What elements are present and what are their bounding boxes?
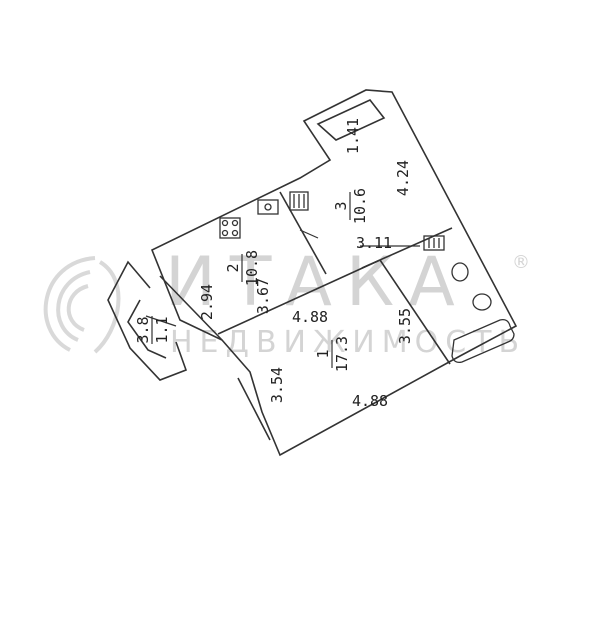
- wave-emblem-icon: [43, 256, 121, 354]
- room-label-1: 1 17.3: [314, 336, 351, 372]
- stove-icon: [219, 217, 241, 239]
- walls: [107, 89, 518, 457]
- washbasin-icon: [451, 262, 469, 282]
- dim-top-niche: 1.41: [344, 118, 362, 154]
- dimension-lines: [145, 229, 420, 327]
- room-label-3: 3 10.6: [332, 188, 369, 224]
- bathroom-radiator-icon: [423, 235, 445, 251]
- window-line: [159, 275, 223, 341]
- niche-wall: [316, 99, 386, 141]
- room-2-area: 10.8: [243, 250, 261, 286]
- dimension-line-loggia: [145, 315, 177, 327]
- dim-corridor-width: 3.11: [356, 234, 392, 252]
- dim-kitchen-depth: 3.67: [254, 278, 272, 314]
- watermark-brand: ИТАКА: [165, 243, 469, 322]
- dimension-labels: 1.41 4.24 3.11 3.67 2.94 4.88 4.88 3.54 …: [198, 118, 414, 410]
- room-2-number: 2: [224, 263, 242, 272]
- fixtures: [219, 191, 515, 364]
- loggia-width: 3.8: [134, 316, 152, 343]
- watermark-registered: ®: [512, 252, 530, 273]
- watermark: ИТАКА ® НЕДВИЖИМОСТЬ: [43, 243, 530, 360]
- dim-kitchen-width: 2.94: [198, 284, 216, 320]
- dim-room1-top: 4.88: [292, 308, 328, 326]
- toilet-icon: [472, 293, 492, 311]
- loggia-inner: [127, 299, 167, 359]
- dim-room1-left: 3.54: [268, 367, 286, 403]
- window-line-2: [237, 377, 271, 441]
- kitchen-bottom-wall: [217, 259, 381, 335]
- dimension-line-kitchen: [299, 229, 319, 239]
- room-3-number: 3: [332, 201, 350, 210]
- dim-bath-length: 3.55: [396, 308, 414, 344]
- room-labels: 2 10.8 3 10.6 1 17.3 3.8 1.1: [134, 188, 369, 372]
- partition-kitchen-room3: [279, 191, 327, 275]
- loggia-outline: [107, 260, 188, 381]
- outer-wall: [150, 89, 518, 457]
- radiator-icon: [289, 191, 309, 211]
- dim-right-wall: 4.24: [394, 160, 412, 196]
- dim-room1-bottom: 4.88: [352, 392, 388, 410]
- kitchen-sink-icon: [257, 199, 279, 215]
- room-3-area: 10.6: [351, 188, 369, 224]
- watermark-tagline: НЕДВИЖИМОСТЬ: [170, 325, 526, 360]
- bathtub-icon: [451, 318, 515, 364]
- loggia-label: 3.8 1.1: [134, 316, 171, 344]
- loggia-area: 1.1: [153, 316, 171, 343]
- bathroom-wall: [379, 259, 451, 365]
- room-label-2: 2 10.8: [224, 250, 261, 286]
- room3-bottom-wall: [361, 227, 453, 269]
- room-1-number: 1: [314, 349, 332, 358]
- room-1-area: 17.3: [333, 336, 351, 372]
